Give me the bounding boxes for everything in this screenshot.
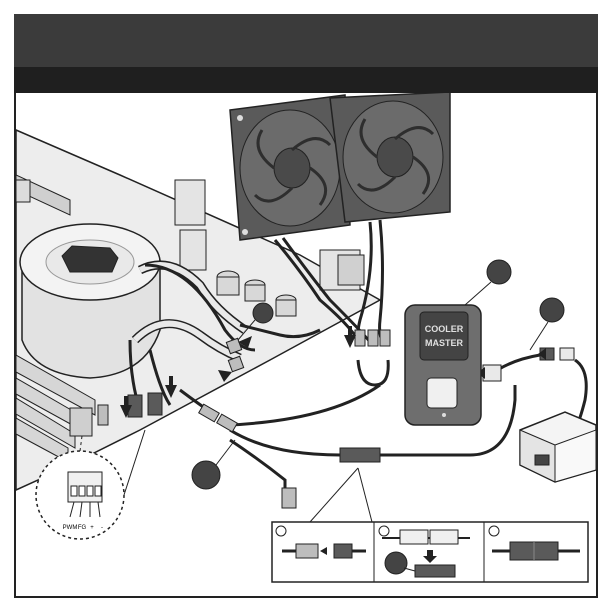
steps-inset — [272, 468, 588, 582]
fan-connector-callout — [253, 303, 273, 323]
power-socket-icon — [535, 455, 549, 465]
fan-right — [330, 92, 450, 222]
adhesive-callout — [385, 552, 407, 574]
splitter-callout — [192, 461, 220, 489]
controller-callout — [487, 260, 511, 284]
controller-button — [427, 378, 457, 408]
pin-label-minus: - — [101, 525, 103, 531]
pin-label-fg: FG — [78, 525, 87, 531]
power-supply — [520, 412, 596, 482]
pump-logo-icon — [62, 246, 118, 272]
logo-line2: MASTER — [425, 338, 464, 348]
psu-cable-callout — [540, 298, 564, 322]
pin-label-plus: + — [90, 525, 94, 531]
pin-label-pwm: PWM — [63, 525, 78, 531]
splitter-connector — [340, 448, 380, 462]
logo-line1: COOLER — [425, 324, 464, 334]
controller-hub: COOLER MASTER — [405, 305, 481, 425]
fan-header — [70, 408, 92, 436]
